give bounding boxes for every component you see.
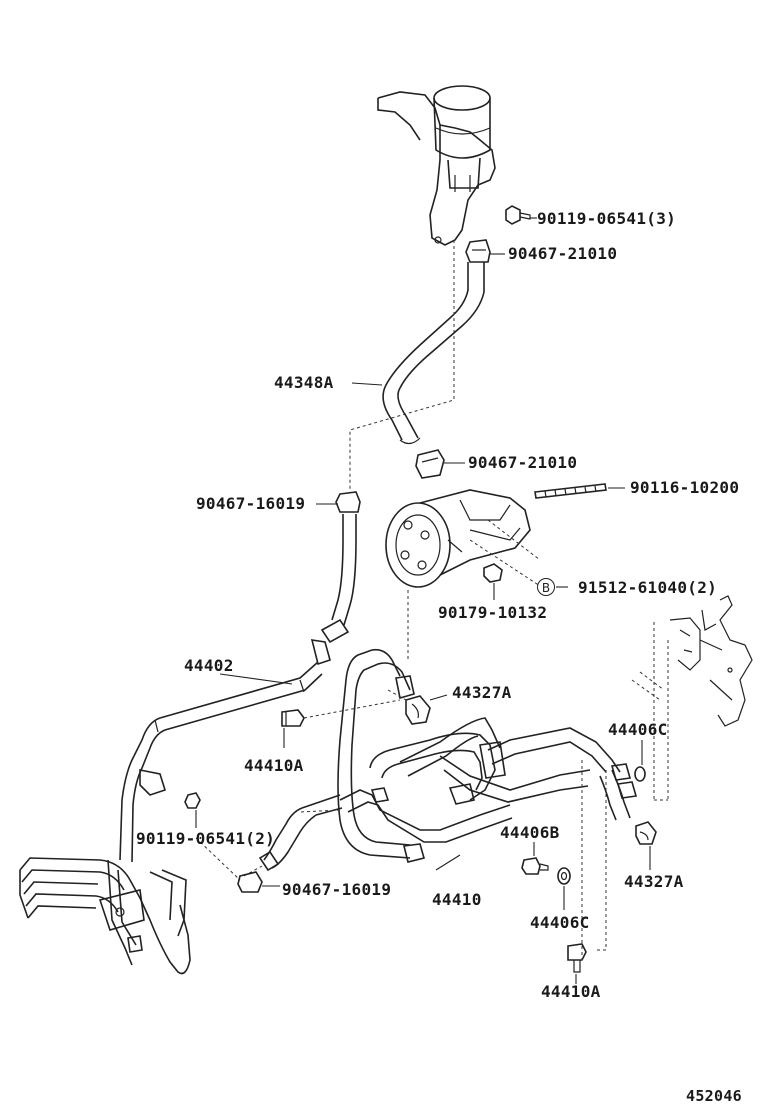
label-bolt-small: 90119-06541(2) <box>136 829 276 848</box>
label-union-bolt-left: 44410A <box>244 756 304 775</box>
clip-left-part <box>335 491 361 513</box>
pump-part <box>385 489 531 588</box>
label-clip-left: 90467-16019 <box>196 494 306 513</box>
label-clip-mid: 90467-21010 <box>468 453 578 472</box>
upper-hose-part <box>382 262 485 445</box>
return-hose-part <box>119 514 357 863</box>
cooler-part <box>19 857 191 975</box>
clip-lower-part <box>237 871 263 893</box>
label-bolt-b: 91512-61040(2) <box>578 578 718 597</box>
label-clip-lower: 90467-16019 <box>282 880 392 899</box>
bolt-small-part <box>184 792 201 809</box>
label-clip-top: 90467-21010 <box>508 244 618 263</box>
reservoir-assembly <box>377 85 496 246</box>
label-bolt-top: 90119-06541(3) <box>537 209 677 228</box>
bracket-clamp-part <box>405 695 431 725</box>
steering-gear-part <box>631 595 753 727</box>
label-stud: 90116-10200 <box>630 478 740 497</box>
bolt-top-part <box>505 205 531 225</box>
label-pressure-tube: 44410 <box>432 890 482 909</box>
clip-top-part <box>465 239 491 263</box>
stud-part <box>534 483 607 499</box>
label-gasket-b: 44406B <box>500 823 560 842</box>
gasket-b-part <box>521 857 549 875</box>
label-union-bolt-lower: 44410A <box>541 982 601 1001</box>
gasket-lower-part <box>557 867 571 885</box>
marker-b: B <box>537 578 555 596</box>
figure-number: 452046 <box>686 1087 742 1105</box>
label-hose-return: 44402 <box>184 656 234 675</box>
gasket-right-part <box>634 766 646 782</box>
label-gasket-lower: 44406C <box>530 913 590 932</box>
label-clamp-right: 44327A <box>624 872 684 891</box>
union-bolt-left-part <box>281 709 305 727</box>
label-bracket-clamp: 44327A <box>452 683 512 702</box>
pressure-tube-part <box>258 648 638 872</box>
union-bolt-lower-part <box>567 943 587 973</box>
label-nut: 90179-10132 <box>438 603 548 622</box>
label-hose-upper: 44348A <box>274 373 334 392</box>
clip-mid-part <box>415 449 445 479</box>
label-gasket-right: 44406C <box>608 720 668 739</box>
nut-part <box>483 563 503 583</box>
clamp-right-part <box>635 821 657 845</box>
